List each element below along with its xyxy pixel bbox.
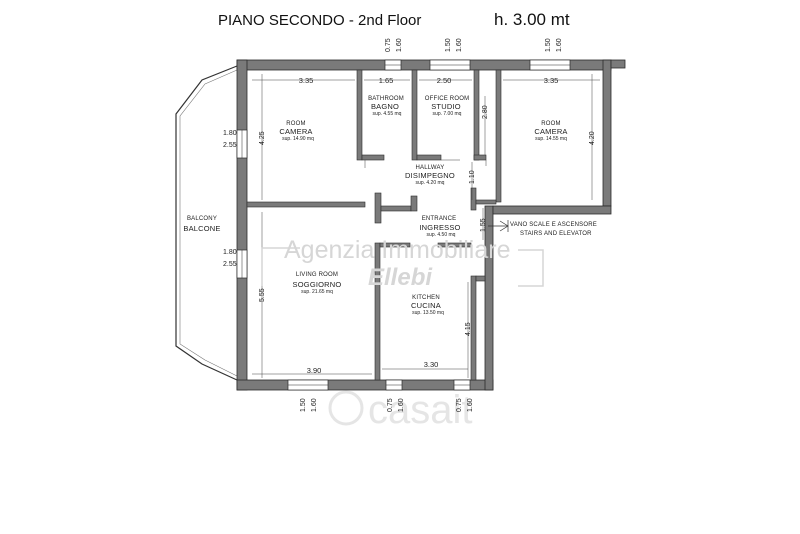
- window-bottom-1-width: 1.50: [300, 398, 307, 412]
- dim-kitchen-depth: 4.15: [465, 322, 472, 336]
- dim-room-left-width: 3.35: [298, 76, 314, 85]
- window-bottom-3-width: 0.75: [456, 398, 463, 412]
- bathroom-area: sup. 4.55 mq: [372, 111, 402, 117]
- window-bottom-1-height: 1.60: [311, 398, 318, 412]
- room-right-en: ROOM: [541, 121, 561, 127]
- window-bottom-3-height: 1.60: [467, 398, 474, 412]
- office-en: OFFICE ROOM: [424, 96, 470, 102]
- agency-watermark-name: Ellebi: [368, 264, 433, 291]
- living-area: sup. 21.65 mq: [301, 289, 333, 295]
- entrance-en: ENTRANCE: [421, 216, 457, 222]
- window-top-3-height: 1.60: [556, 38, 563, 52]
- dim-living-depth: 5.55: [259, 288, 266, 302]
- dim-office-width: 2.50: [436, 76, 452, 85]
- stairs-label-it: VANO SCALE E ASCENSORE: [510, 222, 597, 228]
- balcony-outline-inner: [179, 69, 238, 377]
- bathroom-it: BAGNO: [370, 102, 400, 111]
- dim-entrance-depth: 1.55: [480, 218, 487, 232]
- entrance-area: sup. 4.50 mq: [426, 232, 456, 238]
- interior-walls: [246, 69, 502, 381]
- wall-right-lower: [484, 205, 494, 391]
- balcony-it: BALCONE: [183, 224, 221, 233]
- watermark-frame: [261, 247, 300, 286]
- hallway-en: HALLWAY: [415, 165, 445, 171]
- window-top-3-width: 1.50: [545, 38, 552, 52]
- brand-logo-icon: [328, 390, 364, 426]
- dim-room-right-depth: 4.20: [589, 131, 596, 145]
- watermark-frame-r: [518, 249, 544, 287]
- window-top-2-height: 1.60: [456, 38, 463, 52]
- kitchen-area: sup. 13.50 mq: [412, 310, 444, 316]
- entrance-arrow: [488, 220, 509, 232]
- room-right-area: sup. 14.55 mq: [535, 136, 567, 142]
- hallway-it: DISIMPEGNO: [405, 171, 455, 180]
- bathroom-en: BATHROOM: [368, 96, 404, 102]
- wall-left: [236, 59, 248, 391]
- dim-balcony-top-b: 2.55: [223, 142, 237, 149]
- window-bottom-2-height: 1.60: [398, 398, 405, 412]
- window-bottom-2-width: 0.75: [387, 398, 394, 412]
- window-top-1-width: 0.75: [385, 38, 392, 52]
- dim-balcony-top-a: 1.80: [223, 130, 237, 137]
- living-it: SOGGIORNO: [292, 280, 342, 289]
- dimension-lines: [252, 74, 600, 378]
- window-top-1-height: 1.60: [396, 38, 403, 52]
- wall-stairs: [492, 205, 612, 215]
- dim-balcony-bottom-b: 2.55: [223, 261, 237, 268]
- balcony-en: BALCONY: [186, 216, 218, 222]
- dim-room-right-width: 3.35: [543, 76, 559, 85]
- hallway-area: sup. 4.20 mq: [415, 180, 445, 186]
- agency-watermark: Agenzia Immobiliare: [284, 236, 511, 264]
- wall-far-right: [610, 59, 626, 69]
- brand-watermark: casait: [368, 388, 473, 432]
- dim-office-depth: 2.80: [482, 105, 489, 119]
- room-right-it: CAMERA: [534, 127, 568, 136]
- stairs-label-en: STAIRS AND ELEVATOR: [520, 231, 592, 237]
- dim-balcony-bottom-a: 1.80: [223, 249, 237, 256]
- dim-room-left-depth: 4.25: [259, 131, 266, 145]
- dim-bathroom-width: 1.65: [378, 76, 394, 85]
- dim-hallway-depth: 1.10: [469, 170, 476, 184]
- ceiling-height: h. 3.00 mt: [494, 10, 570, 29]
- entrance-it: INGRESSO: [419, 223, 461, 232]
- room-left-area: sup. 14.90 mq: [282, 136, 314, 142]
- dim-living-width: 3.90: [306, 366, 322, 375]
- kitchen-it: CUCINA: [411, 301, 441, 310]
- balcony-outline: [175, 65, 238, 381]
- room-left-it: CAMERA: [279, 127, 313, 136]
- window-top-2-width: 1.50: [445, 38, 452, 52]
- living-en: LIVING ROOM: [295, 272, 339, 278]
- wall-right-upper: [602, 59, 612, 207]
- kitchen-en: KITCHEN: [412, 295, 440, 301]
- dim-kitchen-width: 3.30: [423, 360, 439, 369]
- office-area: sup. 7.00 mq: [432, 111, 462, 117]
- page-title: PIANO SECONDO - 2nd Floor: [218, 12, 422, 29]
- room-left-en: ROOM: [286, 121, 306, 127]
- office-it: STUDIO: [431, 102, 461, 111]
